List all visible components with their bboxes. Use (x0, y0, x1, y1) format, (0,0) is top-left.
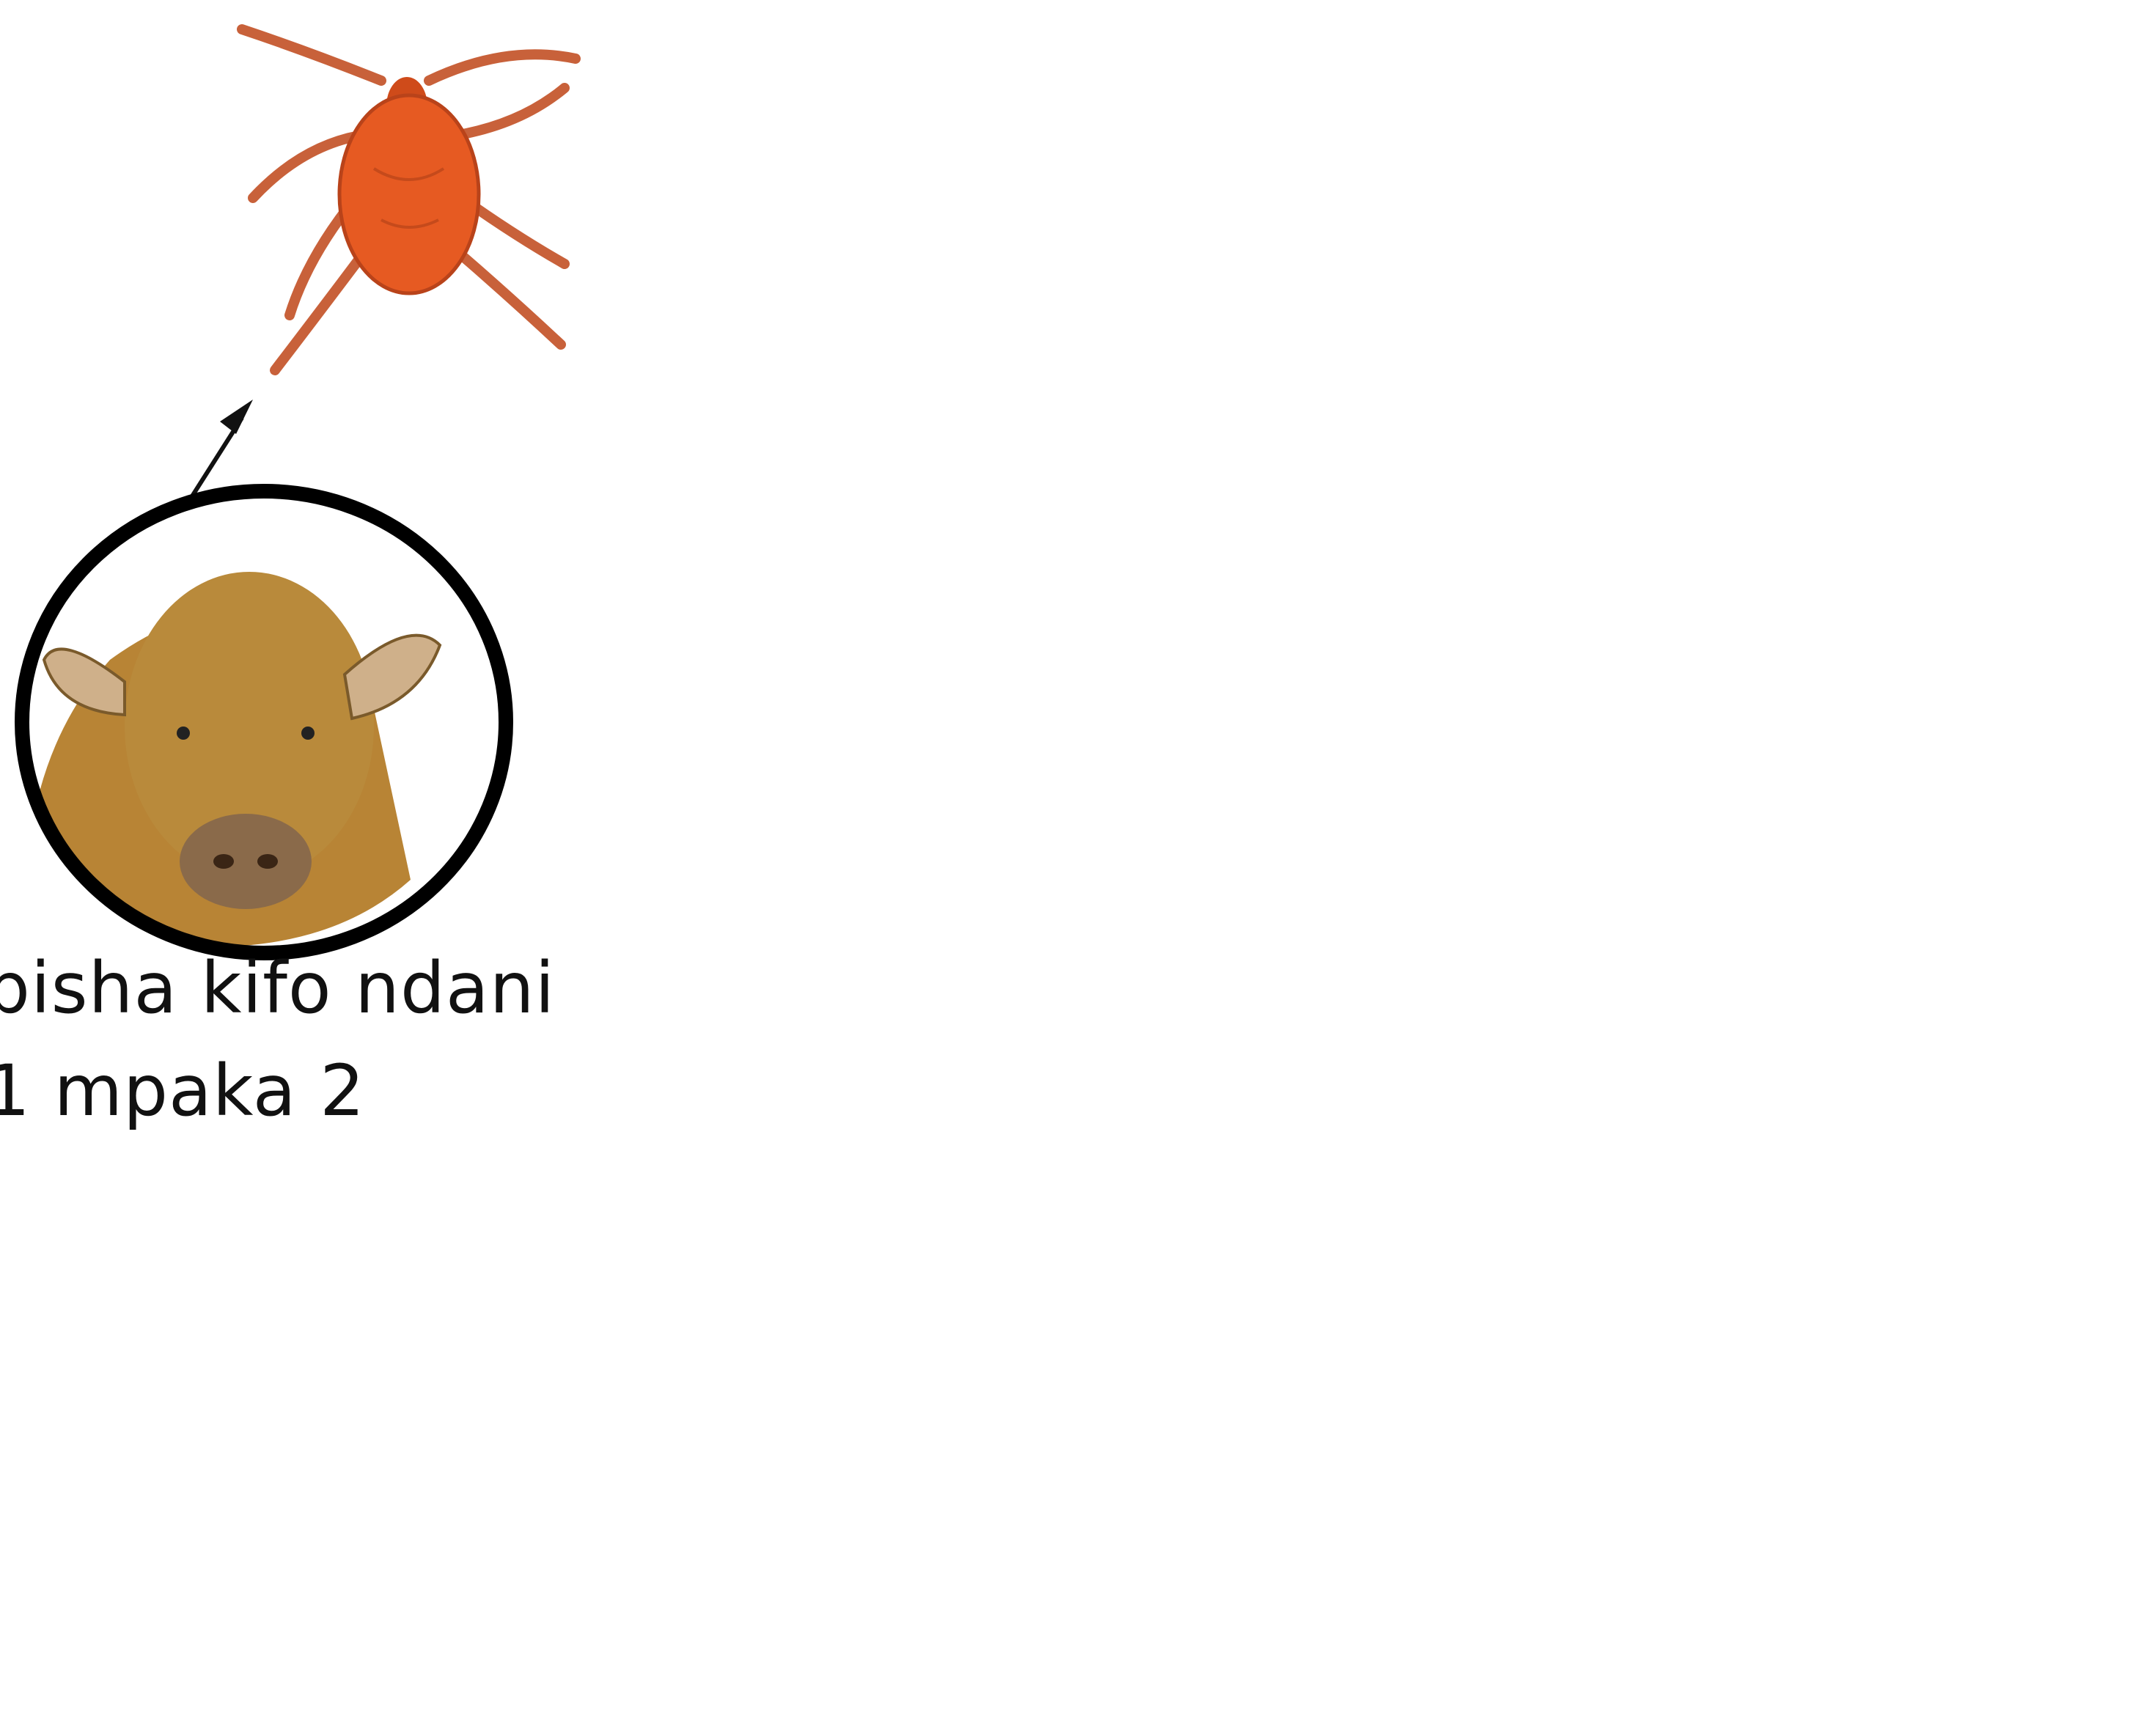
tick-icon (242, 29, 576, 370)
cow-bitten-circle (15, 484, 528, 968)
caption-line-1: pisha kifo ndani (0, 953, 555, 1023)
caption-line-2: 1 mpaka 2 (0, 1056, 365, 1126)
